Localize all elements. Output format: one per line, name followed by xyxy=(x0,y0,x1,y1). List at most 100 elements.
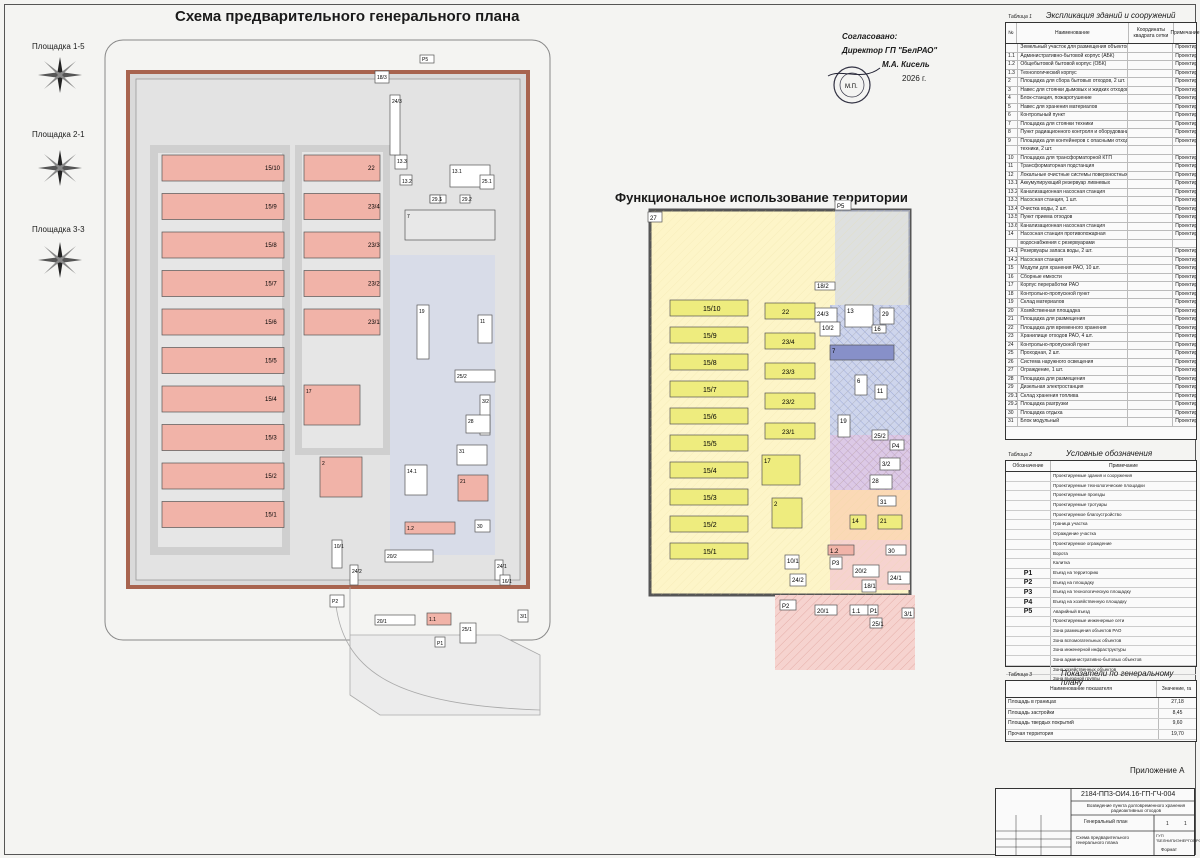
legend-item: Зона инженерной инфраструктуры xyxy=(1006,646,1196,657)
row-grid xyxy=(1128,154,1174,162)
legend-text: Проектируемые инженерные сети xyxy=(1053,618,1125,624)
row-number: 13.1 xyxy=(1008,180,1019,188)
table-row: техники, 2 шт. xyxy=(1006,146,1196,155)
legend-symbol xyxy=(1006,472,1051,481)
row-note: Проектируемое xyxy=(1175,103,1196,110)
plan-structure xyxy=(349,564,359,586)
legend-text: Калитка xyxy=(1053,560,1070,566)
row-note: Проектируемое xyxy=(1175,341,1196,348)
row-note: Проектируемое xyxy=(1175,290,1196,297)
legend-item: Ворота xyxy=(1006,549,1196,560)
table1-col-grid: Координаты квадрата сетки xyxy=(1129,23,1175,43)
legend-symbol xyxy=(1006,627,1051,636)
functional-structure xyxy=(871,324,887,334)
table-row: водоснабжения с резервуарами xyxy=(1006,239,1196,248)
functional-module xyxy=(669,299,749,317)
general-plan-scheme: 15/1015/915/815/715/615/515/415/315/215/… xyxy=(104,39,551,716)
legend-item: Проектируемые технологические площадки xyxy=(1006,481,1196,492)
row-name: Насосная станция, 1 шт. xyxy=(1018,197,1128,205)
plan-structure xyxy=(494,559,504,581)
compass-rose-1 xyxy=(38,57,82,93)
plan-structure-label: 13.3 xyxy=(397,159,407,165)
plan-structure xyxy=(416,304,430,360)
legend-symbol xyxy=(1006,501,1051,510)
functional-structure xyxy=(901,607,915,619)
storage-module-label: 15/6 xyxy=(265,320,277,326)
row-grid xyxy=(1128,256,1174,264)
functional-structure-label: 21 xyxy=(880,519,887,525)
functional-module-label: 15/8 xyxy=(703,360,717,367)
indicator-name: Площадь застройки xyxy=(1006,708,1159,718)
row-number xyxy=(1006,239,1019,247)
legend-item: Зона вспомогательных объектов xyxy=(1006,636,1196,647)
functional-module xyxy=(669,407,749,425)
plan-structure-label: 21 xyxy=(460,479,466,485)
entrance-road xyxy=(349,587,541,716)
functional-store-label: 23/2 xyxy=(782,399,795,406)
plan-structure xyxy=(374,614,416,626)
table-row: Земельный участок для размещения объекто… xyxy=(1006,44,1196,53)
functional-structure xyxy=(844,304,874,328)
legend-text: Въезд на хозяйственную площадку xyxy=(1053,598,1127,604)
row-grid xyxy=(1128,44,1174,52)
row-number: 8 xyxy=(1006,129,1019,137)
row-note: Проектируемое xyxy=(1175,282,1196,288)
functional-structure xyxy=(869,617,883,629)
row-name: водоснабжения с резервуарами xyxy=(1018,239,1128,247)
row-note: Проектируемое xyxy=(1175,197,1196,203)
legend-item: Граница участка xyxy=(1006,520,1196,531)
plan-structure-label: 25/2 xyxy=(457,374,467,380)
legend-text: Зона въездной группы xyxy=(1053,676,1100,682)
approval-year: 2026 г. xyxy=(902,74,927,83)
row-note xyxy=(1173,240,1196,248)
indicator-value: 9,60 xyxy=(1172,720,1183,726)
functional-structure-label: 24/1 xyxy=(890,576,902,582)
indicator-value: 8,45 xyxy=(1172,709,1183,716)
functional-structure xyxy=(871,429,889,441)
stamp-code: 2184-ПП3-ОИ4.16-ГП-ГЧ-004 xyxy=(1081,791,1176,798)
service-area xyxy=(390,255,495,555)
legend-text: Зона инженерной инфраструктуры xyxy=(1053,647,1126,653)
plan-structure-label: 28 xyxy=(468,419,474,425)
plan-structure-label: 1.1 xyxy=(429,617,436,623)
functional-structure-label: 25/2 xyxy=(874,434,886,440)
row-name: Площадка разгрузки xyxy=(1018,401,1128,409)
row-note xyxy=(1173,146,1196,154)
table1-col-name: Наименование xyxy=(1017,23,1129,43)
plan-structure-label: 29.2 xyxy=(462,197,472,203)
row-name: Насосная станция противопожарная xyxy=(1018,231,1128,239)
storage-module-label: 15/5 xyxy=(265,359,277,365)
row-number: 19 xyxy=(1006,299,1019,307)
storage-module xyxy=(161,193,285,220)
plan-structure-label: 29.1 xyxy=(432,197,442,203)
legend-text: Въезд на технологическую площадку xyxy=(1053,589,1131,595)
storage-module-label: 15/8 xyxy=(265,243,277,249)
row-note: Проектируемое xyxy=(1175,401,1196,407)
waste-store-label: 23/1 xyxy=(368,320,380,326)
functional-structure xyxy=(837,414,851,438)
row-note: Проектируемое xyxy=(1175,367,1196,373)
stamp-format: Формат xyxy=(1161,847,1177,852)
plan-structure-label: 2 xyxy=(322,461,325,467)
storage-module-label: 15/2 xyxy=(265,474,277,480)
storage-module xyxy=(161,270,285,297)
compass-rose-3 xyxy=(38,242,82,278)
legend-symbol: P4 xyxy=(1006,597,1051,607)
functional-structure-label: 1.2 xyxy=(830,549,839,555)
plan-structure xyxy=(404,209,496,241)
row-note: Проектируемое xyxy=(1175,375,1196,382)
row-name: Дизельная электростанция xyxy=(1018,384,1128,392)
legend-symbol xyxy=(1006,617,1051,626)
legend-text: Зона хозяйственных объектов xyxy=(1053,666,1117,672)
legend-text: Въезд на территорию xyxy=(1053,569,1099,575)
plan-structure-label: 3/2 xyxy=(482,399,489,405)
indicator-value: 27,18 xyxy=(1171,699,1184,705)
